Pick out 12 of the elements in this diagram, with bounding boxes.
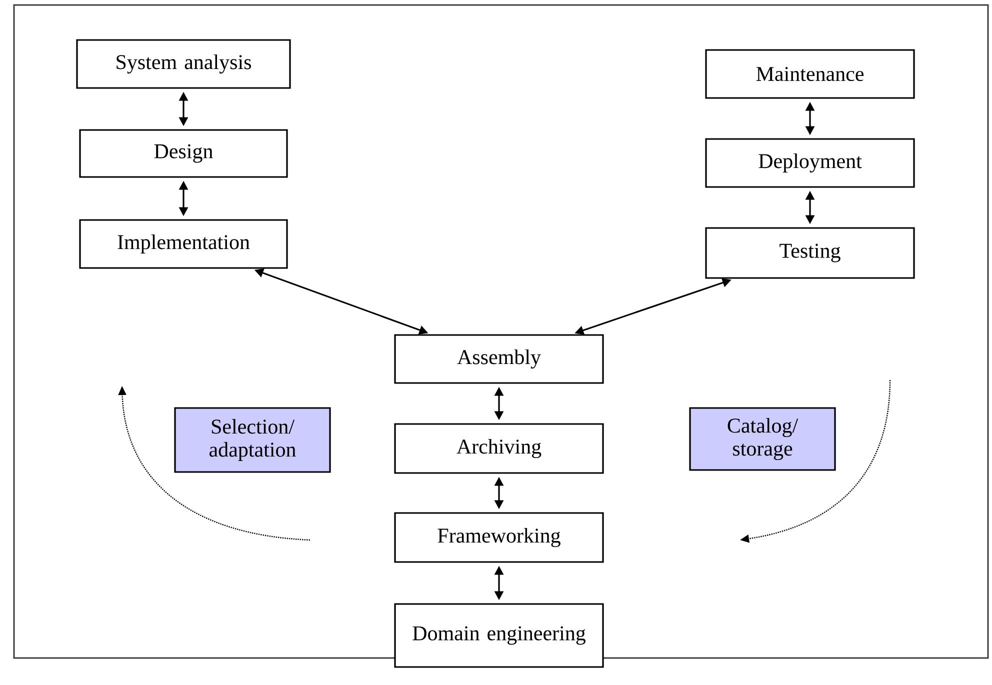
process-box: Archiving <box>394 423 604 474</box>
process-box: Domain engineering <box>394 603 604 668</box>
process-box: Implementation <box>79 219 288 269</box>
activity-box: Selection/ adaptation <box>174 407 331 473</box>
process-box: Frameworking <box>394 512 604 563</box>
process-box: System analysis <box>76 39 291 89</box>
process-box: Testing <box>705 227 915 279</box>
activity-box: Catalog/ storage <box>689 407 836 471</box>
process-box: Design <box>79 129 288 178</box>
process-box: Assembly <box>394 334 604 384</box>
process-box: Maintenance <box>705 49 915 99</box>
process-box: Deployment <box>705 138 915 188</box>
